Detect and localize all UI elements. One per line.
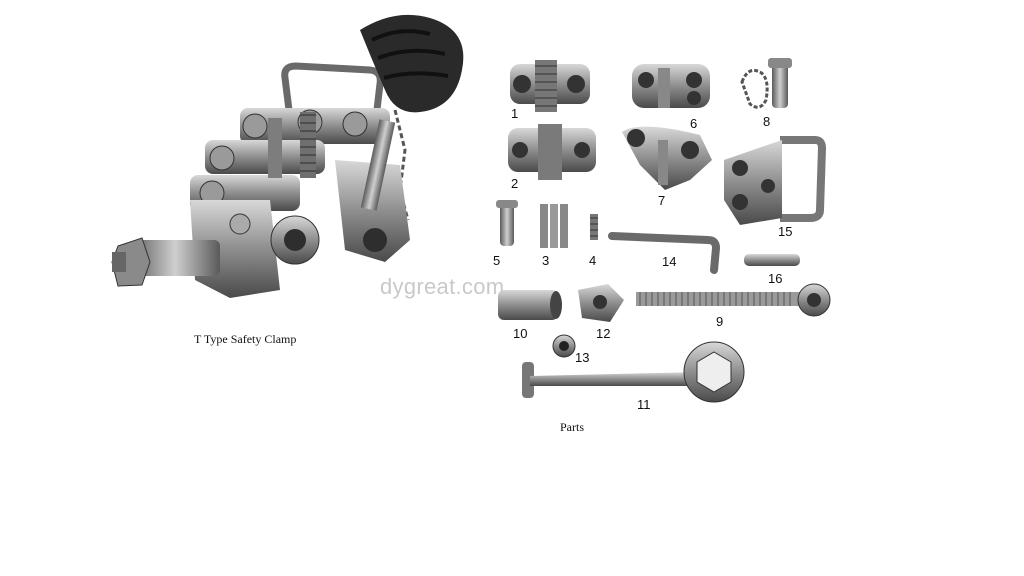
part-label-16: 16 <box>768 271 782 286</box>
part-label-7: 7 <box>658 193 665 208</box>
part-2-link <box>508 124 596 180</box>
part-1-link <box>510 60 590 112</box>
part-label-14: 14 <box>662 254 676 269</box>
safety-clamp-illustration <box>111 14 464 298</box>
part-12-block <box>578 284 624 322</box>
part-label-11: 11 <box>637 397 651 412</box>
part-6-link <box>632 64 710 108</box>
part-label-1: 1 <box>511 106 518 121</box>
part-label-5: 5 <box>493 253 500 268</box>
part-label-13: 13 <box>575 350 589 365</box>
part-label-10: 10 <box>513 326 527 341</box>
part-13-nut <box>552 334 576 358</box>
part-3-inserts <box>540 204 568 248</box>
part-label-6: 6 <box>690 116 697 131</box>
part-label-15: 15 <box>778 224 792 239</box>
part-label-8: 8 <box>763 114 770 129</box>
part-4-spring <box>590 214 598 240</box>
parts-caption: Parts <box>560 420 584 434</box>
part-14-hex-key <box>608 232 721 274</box>
part-8-chain-pin <box>740 58 792 109</box>
watermark: dygreat.com <box>380 274 505 299</box>
part-5-pin <box>496 200 518 246</box>
part-label-9: 9 <box>716 314 723 329</box>
part-10-nut <box>498 290 562 320</box>
part-16-pin <box>744 254 800 266</box>
part-9-screw <box>636 283 831 317</box>
part-number-labels: 1 2 3 4 5 6 7 8 9 10 11 12 13 14 15 16 <box>493 106 792 412</box>
part-11-wrench <box>522 341 745 403</box>
part-15-handle <box>724 136 827 225</box>
part-label-3: 3 <box>542 253 549 268</box>
main-caption: T Type Safety Clamp <box>194 332 297 346</box>
part-label-12: 12 <box>596 326 610 341</box>
part-label-4: 4 <box>589 253 596 268</box>
part-label-2: 2 <box>511 176 518 191</box>
parts-illustrations <box>496 58 831 403</box>
part-7-jaw <box>622 126 712 190</box>
